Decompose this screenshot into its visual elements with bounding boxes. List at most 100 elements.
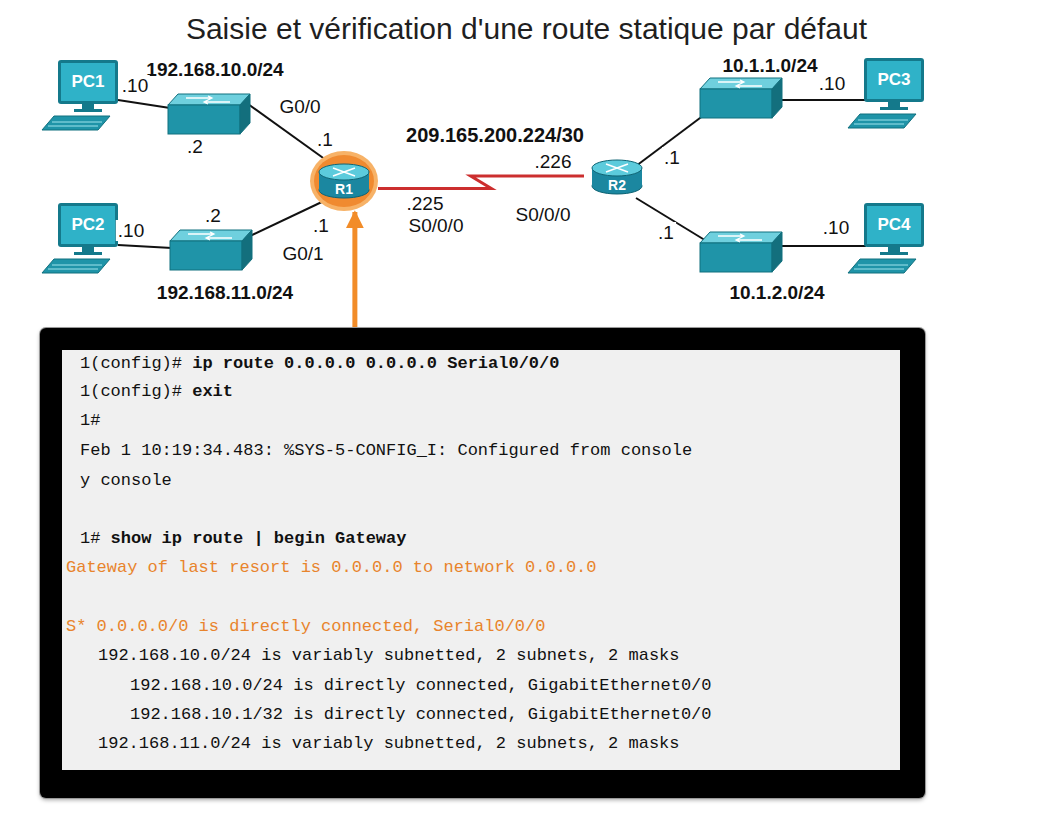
terminal-line: y console [80, 470, 172, 490]
switch-front [168, 105, 240, 134]
label-wrap: .10 [821, 217, 851, 239]
monitor-base [880, 107, 908, 110]
interface-label: .10 [821, 217, 851, 238]
network-address: 192.168.10.0/24 [144, 59, 285, 80]
switch-icon [700, 78, 782, 118]
switch-side [772, 232, 782, 272]
screen-text-box: PC2 [61, 206, 115, 244]
diagram-title: Saisie et vérification d'une route stati… [186, 12, 867, 45]
monitor-base [880, 252, 908, 255]
network-address: 10.1.2.0/24 [727, 282, 826, 303]
switch-top [170, 230, 252, 241]
label-wrap: G0/1 [280, 243, 325, 265]
router-icon: R2 [584, 152, 650, 208]
cli-output: 1# [80, 529, 100, 548]
serial-link [378, 176, 584, 188]
interface-label: .10 [120, 75, 150, 96]
switch-front [170, 241, 242, 270]
interface-label: S0/0/0 [407, 215, 466, 236]
label-wrap: .225 [405, 193, 446, 215]
switch-side [242, 230, 252, 270]
pc-shape [40, 60, 122, 132]
switch-front [700, 243, 772, 272]
keyboard [42, 116, 110, 130]
ethernet-link [782, 245, 866, 247]
keyboard [848, 259, 916, 273]
keyboard [848, 114, 916, 128]
monitor-stand [888, 102, 900, 107]
router-name: R1 [335, 181, 353, 197]
pc-shape [846, 203, 928, 275]
label-wrap: 10.1.1.0/24 [720, 55, 819, 77]
interface-label: .226 [533, 151, 574, 172]
label-wrap: .10 [120, 75, 150, 97]
label-wrap: 192.168.10.0/24 [144, 59, 285, 81]
interface-label: .2 [185, 136, 205, 157]
pc-icon: PC2 [40, 203, 122, 275]
interface-label: .10 [116, 220, 146, 241]
switch-arrows [188, 232, 232, 240]
label-wrap: S0/0/0 [514, 204, 573, 226]
cli-output: 192.168.10.1/32 is directly connected, G… [130, 705, 712, 724]
switch-icon [700, 232, 782, 272]
interface-label: S0/0/0 [514, 204, 573, 225]
terminal-line: Feb 1 10:19:34.483: %SYS-5-CONFIG_I: Con… [80, 440, 692, 460]
switch-side [772, 78, 782, 118]
interface-label: .1 [315, 129, 335, 150]
pc-icon: PC4 [846, 203, 928, 275]
interface-label: .2 [203, 205, 223, 226]
router-text-box: R1 [310, 181, 378, 197]
monitor-screen [61, 206, 115, 244]
terminal-line: 1# [80, 410, 100, 430]
screen-text-box: PC4 [867, 206, 921, 244]
monitor-base [74, 109, 102, 112]
interface-label: .225 [405, 193, 446, 214]
terminal-line: S* 0.0.0.0/0 is directly connected, Seri… [66, 616, 545, 636]
router-text-box: R2 [584, 177, 650, 193]
interface-label: G0/1 [280, 243, 325, 264]
monitor-screen [61, 63, 115, 101]
monitor-screen [867, 61, 921, 99]
label-wrap: G0/0 [277, 96, 322, 118]
cli-output: 192.168.11.0/24 is variably subnetted, 2… [98, 734, 680, 753]
router-glow [310, 151, 378, 211]
interface-label: .1 [656, 222, 676, 243]
title-wrap: Saisie et vérification d'une route stati… [0, 12, 1053, 46]
cli-output: 1(config)# [80, 382, 182, 401]
terminal-line: 1(config)#ip route 0.0.0.0 0.0.0.0 Seria… [80, 353, 559, 373]
callout-arrow [352, 212, 357, 328]
cli-output: 1# [80, 411, 100, 430]
label-wrap: .2 [203, 205, 223, 227]
router-top [319, 164, 369, 180]
terminal-line: 1(config)#exit [80, 381, 233, 401]
label-wrap: .2 [185, 136, 205, 158]
pc-icon: PC1 [40, 60, 122, 132]
interface-label: G0/0 [277, 96, 322, 117]
switch-arrows [186, 96, 230, 104]
pc-shape [40, 203, 122, 275]
terminal-line: 1# show ip route | begin Gateway [80, 528, 406, 548]
label-wrap: 192.168.11.0/24 [155, 282, 295, 304]
terminal-line: 192.168.10.1/32 is directly connected, G… [130, 704, 712, 724]
router-arrows [606, 164, 628, 172]
interface-label: .1 [311, 215, 331, 236]
label-wrap: .1 [656, 222, 676, 244]
pc-name: PC1 [71, 72, 104, 92]
pc-name: PC3 [877, 70, 910, 90]
monitor-bezel [864, 58, 924, 102]
monitor-stand [888, 247, 900, 252]
cli-output: 192.168.10.0/24 is directly connected, G… [130, 676, 712, 695]
switch-front [700, 89, 772, 118]
label-wrap: .10 [817, 73, 847, 95]
network-address: 10.1.1.0/24 [720, 55, 819, 76]
terminal-line: 192.168.10.0/24 is directly connected, G… [130, 675, 712, 695]
label-wrap: S0/0/0 [407, 215, 466, 237]
label-wrap: .1 [315, 129, 335, 151]
terminal-window: 1(config)#ip route 0.0.0.0 0.0.0.0 Seria… [40, 328, 925, 798]
cli-command: show ip route | begin Gateway [111, 529, 407, 548]
router-top [592, 160, 642, 176]
pc-shape [846, 58, 928, 130]
router-glow [314, 155, 374, 207]
screen-text-box: PC3 [867, 61, 921, 99]
